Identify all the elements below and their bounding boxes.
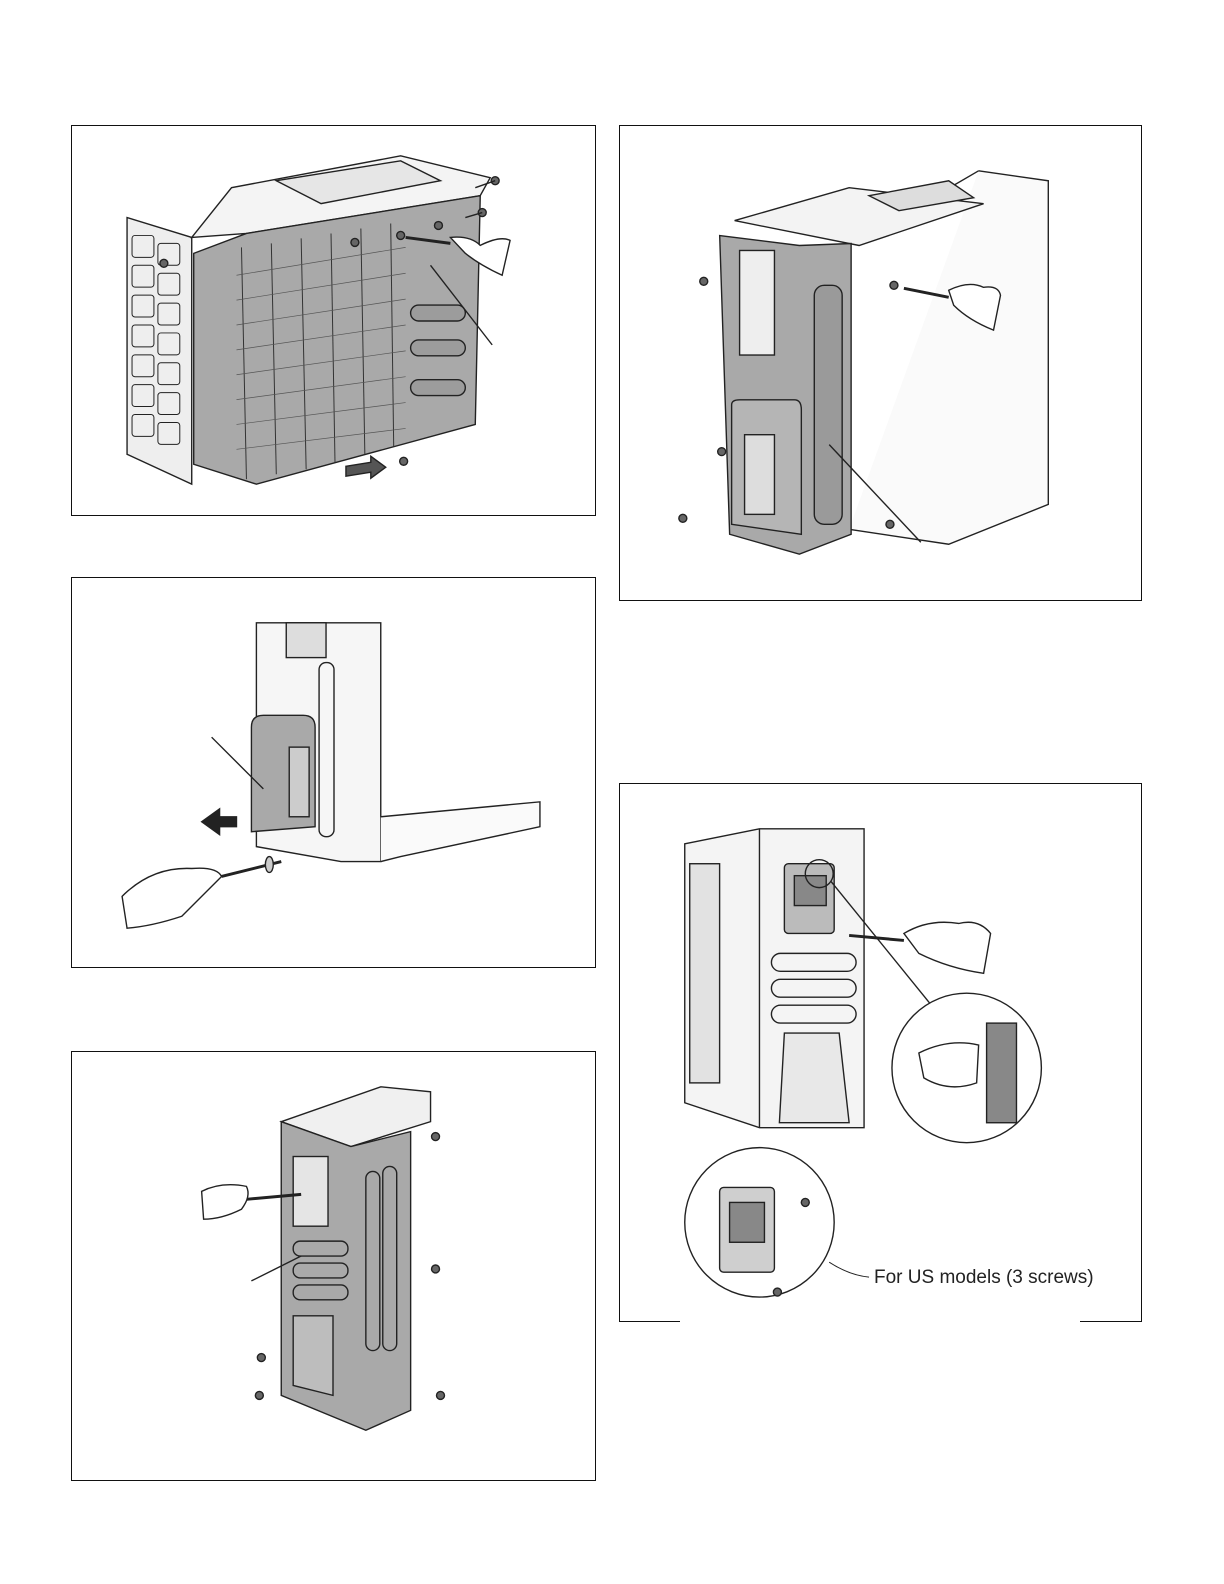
valve-cover-illustration [72,578,595,967]
front-panel-illustration [72,126,595,515]
side-panel-illustration [620,126,1141,600]
figure-4-bottom-gap [680,1319,1080,1323]
rear-cover-illustration [620,784,1141,1321]
figure-1-front-panel-removal [71,125,596,516]
figure-5-tall-panel-removal [71,1051,596,1481]
figure-2-side-panel-removal [619,125,1142,601]
figure-3-valve-cover-removal [71,577,596,968]
tall-panel-illustration [72,1052,595,1480]
us-models-note: For US models (3 screws) [874,1267,1094,1289]
figure-4-rear-cover-removal: For US models (3 screws) [619,783,1142,1322]
